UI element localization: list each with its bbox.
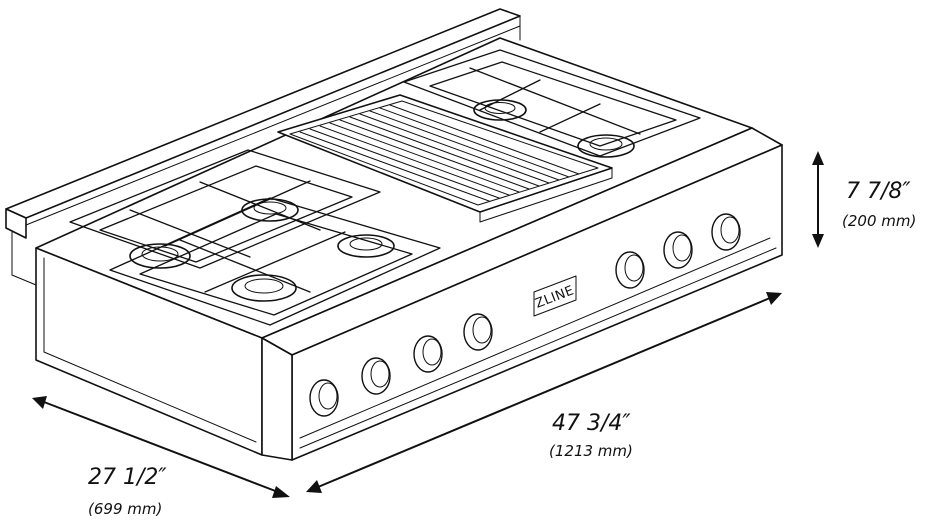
- knob-icon: [663, 231, 693, 269]
- left-burner-grates: [69, 149, 441, 326]
- griddle-grill: [277, 94, 613, 223]
- depth-label: 27 1/2″: [88, 465, 167, 490]
- width-metric: (1213 mm): [549, 442, 633, 460]
- width-dimension: 47 3/4″ (1213 mm): [306, 292, 782, 493]
- burner-icon: [231, 274, 297, 302]
- depth-arrow: [43, 401, 279, 493]
- burner-icon: [337, 234, 395, 258]
- arrowhead-down-icon: [812, 234, 824, 248]
- height-dimension: 7 7/8″ (200 mm): [812, 151, 916, 248]
- arrowhead-left-icon: [32, 396, 47, 409]
- burner-icon: [577, 134, 635, 158]
- knob-icon: [361, 357, 391, 395]
- height-label: 7 7/8″: [846, 179, 911, 204]
- arrowhead-right-icon: [272, 486, 290, 498]
- depth-dimension: 27 1/2″ (699 mm): [32, 396, 290, 518]
- arrowhead-right-icon: [766, 292, 782, 305]
- control-knobs: [309, 213, 741, 417]
- burner-icon: [473, 99, 527, 121]
- knob-icon: [413, 335, 443, 373]
- right-burner-grates: [403, 49, 701, 157]
- arrowhead-left-icon: [306, 480, 322, 493]
- left-burners: [129, 198, 395, 302]
- right-burners: [473, 99, 635, 158]
- knob-icon: [463, 313, 493, 351]
- burner-icon: [129, 243, 191, 269]
- rear-backsplash: [5, 8, 521, 239]
- width-arrow: [317, 297, 771, 488]
- cooktop-body: [11, 37, 783, 461]
- width-label: 47 3/4″: [552, 411, 631, 436]
- height-metric: (200 mm): [842, 212, 916, 230]
- depth-metric: (699 mm): [88, 500, 162, 518]
- knob-icon: [309, 379, 339, 417]
- knob-icon: [711, 213, 741, 251]
- burner-icon: [241, 198, 299, 222]
- grill-ridges: [299, 104, 580, 202]
- arrowhead-up-icon: [812, 151, 824, 165]
- knob-icon: [615, 251, 645, 289]
